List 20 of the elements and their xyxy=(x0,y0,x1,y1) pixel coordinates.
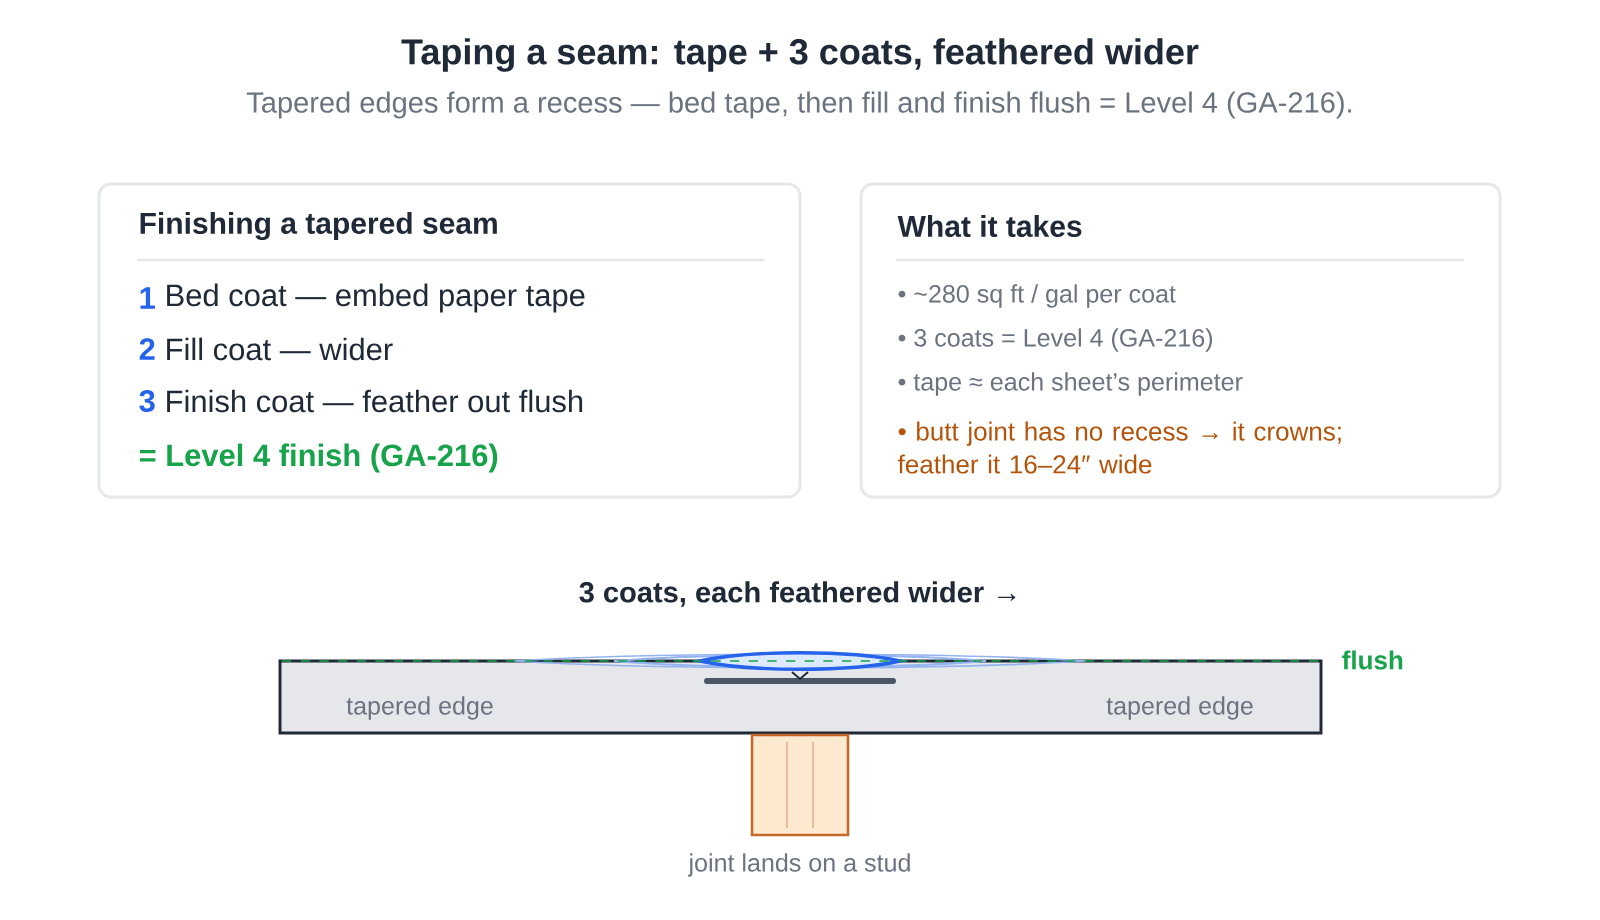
section-heading: 3 coats, each feathered wider → xyxy=(579,581,1016,607)
edge-label-text: tapered edge xyxy=(1106,696,1253,720)
step-text: Fill coat — wider xyxy=(167,337,393,361)
bullet-item: • 3 coats = Level 4 (GA-216) xyxy=(898,328,1212,352)
step-text: Bed coat — embed paper tape xyxy=(167,283,585,313)
stud-label: joint lands on a stud xyxy=(687,853,910,877)
result-text: = Level 4 finish (GA-216) xyxy=(139,443,498,473)
step-number: 2 xyxy=(139,338,155,360)
step-number: 3 xyxy=(139,390,155,412)
edge-label-text: tapered edge xyxy=(346,696,493,720)
step-text: Finish coat — feather out flush xyxy=(167,389,583,413)
bullet-item: • tape ≈ each sheet’s perimeter xyxy=(898,372,1243,396)
bullet-item: • ~280 sq ft / gal per coat xyxy=(898,284,1176,308)
subtitle: Tapered edges form a recess — bed tape, then fill and finish flush = Level 4 (GA-216). xyxy=(246,91,1351,119)
title: Taping a seam: tape + 3 coats, feathered wider xyxy=(401,38,1199,72)
step-number: 1 xyxy=(140,287,155,309)
warning-note: • butt joint has no recess → it crowns; feather it 16–24″ wide xyxy=(898,421,1341,474)
flush-label: flush xyxy=(1342,650,1403,670)
panel-heading: Finishing a tapered seam xyxy=(140,211,497,241)
panel-heading: What it takes xyxy=(897,214,1082,237)
